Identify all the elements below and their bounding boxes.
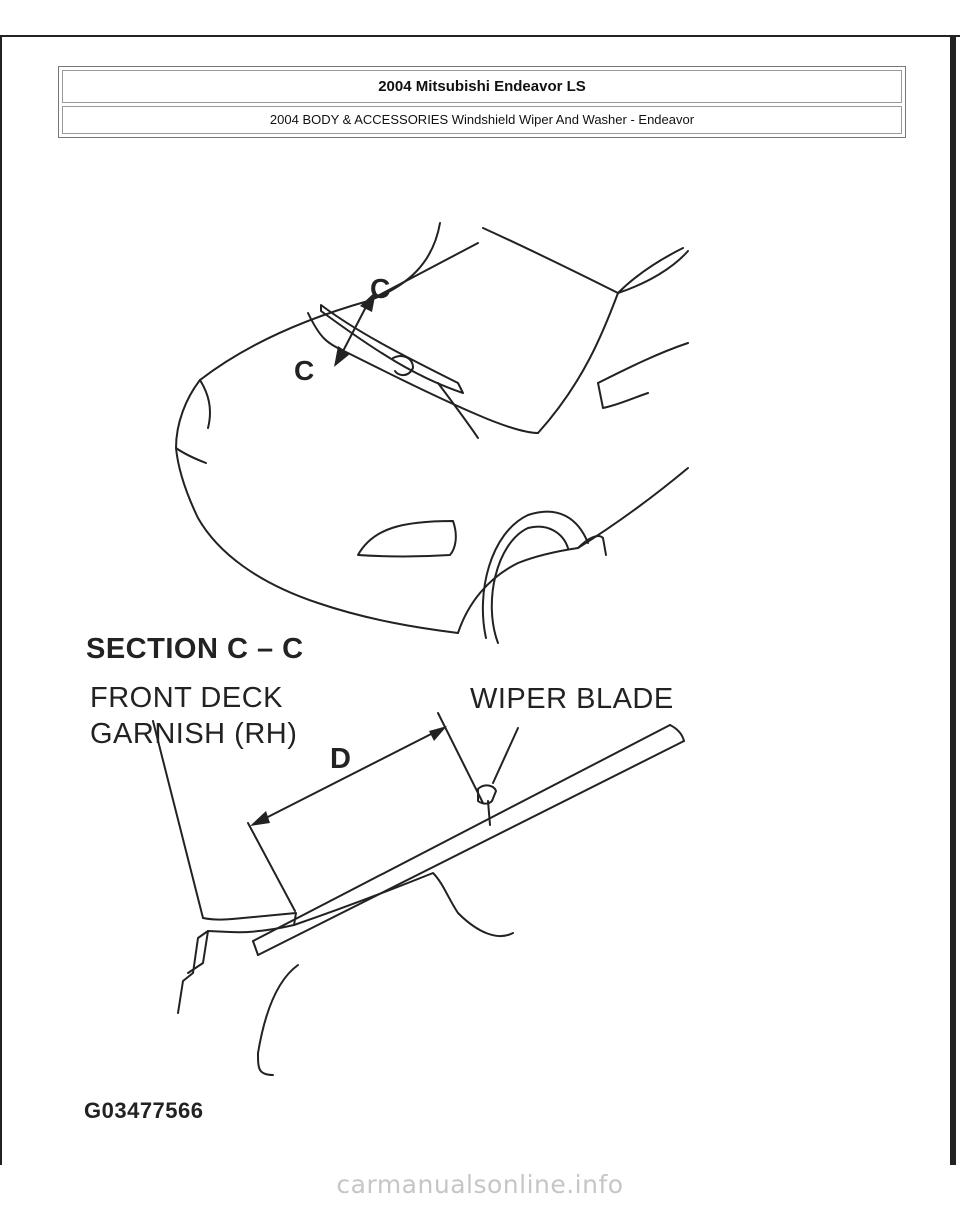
wiper-blade-shape <box>320 304 464 394</box>
front-face <box>175 379 459 634</box>
dimension-label: D <box>330 743 352 775</box>
headlamp-upper <box>199 379 211 429</box>
fender-line <box>457 467 689 634</box>
figure-id: G03477566 <box>84 1098 204 1123</box>
front-deck-line-2: GARNISH (RH) <box>90 718 298 750</box>
tire-outline <box>490 525 569 644</box>
headlamp-lower <box>175 447 207 464</box>
windshield-glass <box>252 724 685 956</box>
wheel-arch <box>481 510 589 639</box>
cut-arrow-up <box>360 291 376 312</box>
dim-line <box>255 728 442 824</box>
windshield-top <box>482 227 619 294</box>
dim-extension-right <box>437 712 484 804</box>
hood-crease <box>367 242 479 302</box>
hood-outline <box>199 222 441 381</box>
leader-front-deck <box>152 720 204 919</box>
site-watermark: carmanualsonline.info <box>336 1170 624 1199</box>
front-deck-line-1: FRONT DECK <box>90 682 283 714</box>
top-border <box>0 35 960 37</box>
a-pillar <box>617 247 684 294</box>
document-header: 2004 Mitsubishi Endeavor LS 2004 BODY & … <box>58 66 906 138</box>
windshield-right <box>537 292 619 434</box>
section-subtitle: 2004 BODY & ACCESSORIES Windshield Wiper… <box>62 106 902 134</box>
dim-arrow-left <box>250 811 270 826</box>
cut-marker-lower: C <box>294 355 315 386</box>
wiper-blade-label: WIPER BLADE <box>470 683 674 715</box>
cowl-panel <box>293 872 514 938</box>
wiper-clip <box>477 784 497 805</box>
cut-arrow-down <box>334 346 350 367</box>
cut-marker-upper: C <box>370 273 391 304</box>
wiper-stem <box>487 800 491 826</box>
section-title: SECTION C – C <box>86 633 304 665</box>
right-border <box>950 35 956 1165</box>
leader-wiper-blade <box>492 727 519 784</box>
wiper-diagram: C C SECTION C – C FRONT DECK GARNISH (RH… <box>58 183 902 1165</box>
wiper-arm <box>437 382 479 439</box>
dim-arrow-right <box>429 726 447 741</box>
door-window <box>597 342 689 384</box>
garnish-profile-inner <box>187 930 209 974</box>
left-border <box>0 35 2 1165</box>
inner-panel <box>257 964 299 1076</box>
glass-end-lower <box>252 940 259 956</box>
dim-extension-left <box>247 822 296 912</box>
sill-line <box>577 535 607 556</box>
vehicle-title: 2004 Mitsubishi Endeavor LS <box>62 70 902 103</box>
door-window-lower <box>597 382 649 409</box>
garnish-profile <box>177 912 297 1014</box>
wiper-pivot <box>392 355 414 377</box>
fog-lamp <box>357 520 457 558</box>
roof-line <box>617 250 689 294</box>
section-cut-line <box>340 302 369 356</box>
windshield-left <box>307 312 539 434</box>
front-deck-garnish-label: FRONT DECK GARNISH (RH) <box>90 680 297 752</box>
diagram-drawing <box>152 222 689 1076</box>
glass-end <box>669 724 685 742</box>
